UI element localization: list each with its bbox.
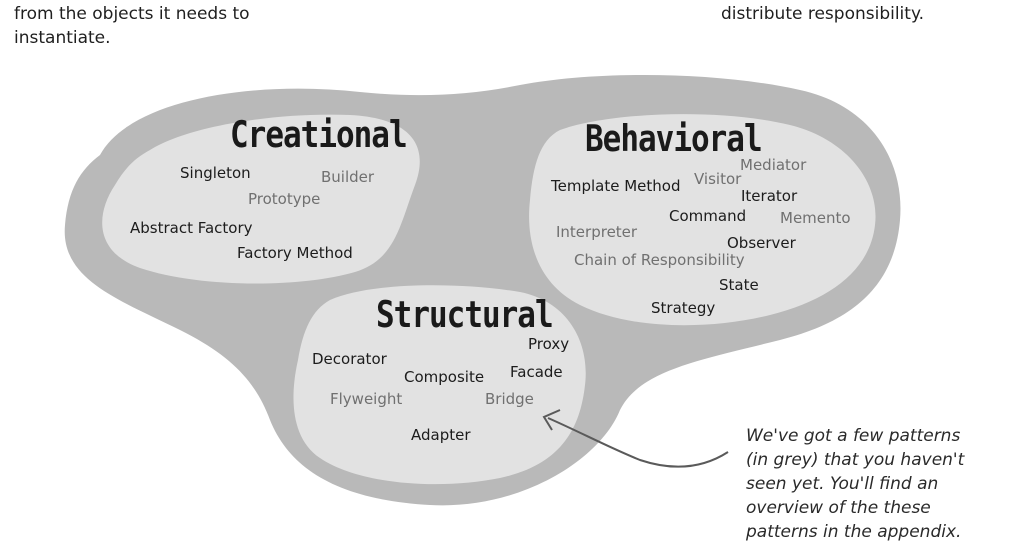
behavioral-blob bbox=[529, 114, 876, 326]
pattern-adapter: Adapter bbox=[411, 426, 471, 444]
pattern-state: State bbox=[719, 276, 759, 294]
pattern-chain-of-responsibility: Chain of Responsibility bbox=[574, 251, 745, 269]
pattern-strategy: Strategy bbox=[651, 299, 716, 317]
intro-text-line-2: instantiate. bbox=[14, 28, 111, 48]
pattern-builder: Builder bbox=[321, 168, 375, 186]
pattern-factory-method: Factory Method bbox=[237, 244, 353, 262]
note-line-5: patterns in the appendix. bbox=[746, 522, 962, 542]
pattern-decorator: Decorator bbox=[312, 350, 387, 368]
structural-title: Structural bbox=[376, 294, 554, 337]
pattern-visitor: Visitor bbox=[694, 170, 742, 188]
pattern-facade: Facade bbox=[510, 363, 563, 381]
pattern-composite: Composite bbox=[404, 368, 485, 386]
behavioral-title: Behavioral bbox=[585, 118, 763, 161]
pattern-template-method: Template Method bbox=[551, 177, 681, 195]
note-line-4: overview of the these bbox=[746, 498, 931, 518]
pattern-proxy: Proxy bbox=[528, 335, 570, 353]
intro-text-right: distribute responsibility. bbox=[721, 4, 924, 24]
pattern-memento: Memento bbox=[780, 209, 851, 227]
pattern-observer: Observer bbox=[727, 234, 796, 252]
pattern-mediator: Mediator bbox=[740, 156, 807, 174]
note-line-3: seen yet. You'll find an bbox=[746, 474, 939, 494]
note-line-1: We've got a few patterns bbox=[746, 426, 961, 446]
pattern-abstract-factory: Abstract Factory bbox=[130, 219, 253, 237]
creational-blob bbox=[102, 114, 420, 284]
note-line-2: (in grey) that you haven't bbox=[746, 450, 965, 470]
structural-blob bbox=[293, 285, 586, 485]
pattern-iterator: Iterator bbox=[741, 187, 798, 205]
creational-title: Creational bbox=[230, 114, 408, 157]
pattern-flyweight: Flyweight bbox=[330, 390, 403, 408]
note-arrow bbox=[547, 417, 729, 468]
note-arrow-head bbox=[542, 409, 561, 431]
pattern-prototype: Prototype bbox=[248, 190, 321, 208]
pattern-command: Command bbox=[669, 207, 747, 225]
pattern-interpreter: Interpreter bbox=[556, 223, 638, 241]
intro-text-line-1: from the objects it needs to bbox=[14, 4, 250, 24]
pattern-bridge: Bridge bbox=[485, 390, 534, 408]
pattern-singleton: Singleton bbox=[180, 164, 251, 182]
